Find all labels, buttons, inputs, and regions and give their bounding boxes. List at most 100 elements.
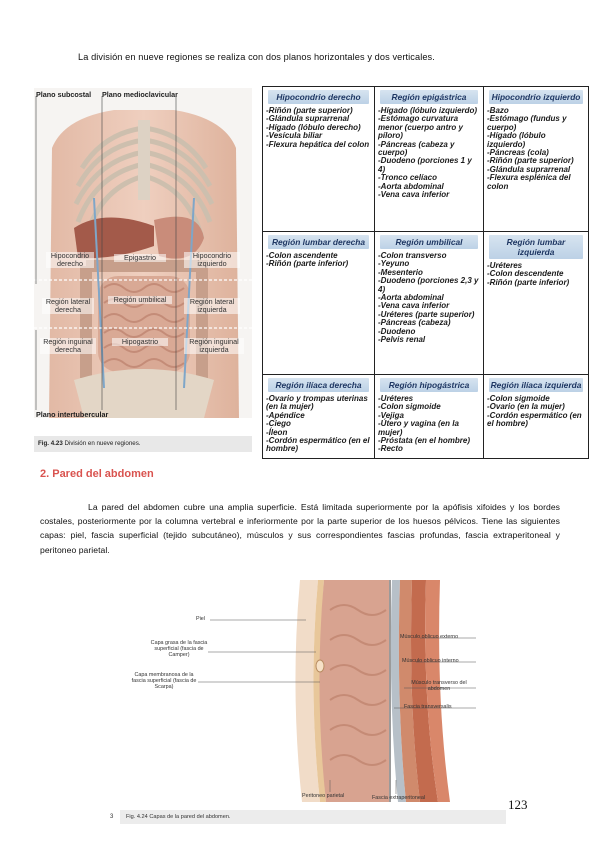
table-cell: Región lumbar derecha-Colon ascendente-R… [263, 232, 375, 375]
organ-item: -Duodeno (porciones 2,3 y 4) [378, 276, 479, 294]
label-oblicuo-externo: Músculo oblicuo externo [400, 634, 459, 640]
table-cell: Región ilíaca derecha -Ovario y trompas u… [263, 375, 375, 458]
region-label-hd: Hipocondrio derecho [46, 252, 94, 268]
organ-item: -Pelvis renal [378, 335, 426, 345]
organ-item: -Próstata (en el hombre) [378, 436, 471, 446]
organ-item: -Glándula suprarrenal [266, 114, 350, 124]
organ-list: -Colon transverso-Yeyuno-Mesenterio-Duod… [378, 251, 480, 345]
table-cell-title: Región hipogástrica [380, 378, 478, 392]
organ-item: -Cordón espermático (en el hombre) [487, 410, 582, 429]
organ-item: -Aorta abdominal [378, 181, 444, 191]
organ-item: -Vena cava inferior [378, 190, 450, 200]
figure1-caption-number: Fig. 4.23 [38, 440, 63, 447]
table-cell-title: Región ilíaca derecha [268, 378, 369, 392]
organ-item: -Aorta abdominal [378, 293, 444, 303]
organ-item: -Uréteres (parte superior) [378, 309, 475, 319]
organ-item: -Colon sigmoide [487, 394, 550, 403]
table-cell: Hipocondrio izquierdo -Bazo-Estómago (fun… [484, 87, 588, 232]
plane-intertubercular-label: Plano intertubercular [36, 410, 109, 418]
label-peritoneo: Peritoneo parietal [302, 793, 345, 799]
torso-illustration [34, 96, 252, 418]
region-label-ini: Región inguinal izquierda [184, 338, 244, 354]
label-scarpa: Capa membranosa de la fascia superficial… [131, 672, 197, 690]
figure1-caption-text: División en nueve regiones. [64, 440, 141, 447]
region-label-hip: Hipogastrio [112, 338, 168, 346]
table-cell: Región umbilical -Colon transverso-Yeyuno… [375, 232, 484, 375]
organ-item: -Ciego [266, 419, 291, 429]
table-cell: Región epigástrica -Hígado (lóbulo izquie… [375, 87, 484, 232]
table-cell-title: Hipocondrio izquierdo [489, 90, 583, 104]
organ-item: -Estómago (fundus y cuerpo) [487, 114, 567, 132]
table-cell-title: Región umbilical [380, 235, 478, 249]
organ-item: -Riñón (parte inferior) [487, 277, 570, 287]
organ-item: -Ovario y trompas uterinas (en la mujer) [266, 394, 368, 412]
page-number: 123 [508, 797, 528, 812]
organ-item: -Riñón (parte inferior) [266, 259, 349, 269]
label-transverso: Músculo transverso del abdomen [411, 680, 467, 692]
label-oblicuo-interno: Músculo oblicuo interno [402, 658, 459, 664]
organ-list: -Uréteres-Colon sigmoide-Vejiga-Útero y … [378, 394, 480, 454]
abdominal-wall-illustration [198, 580, 476, 802]
region-label-lli: Región lateral izquierda [184, 298, 240, 314]
organ-list: -Hígado (lóbulo izquierdo)-Estómago curv… [378, 106, 480, 200]
label-piel: Piel [196, 616, 205, 622]
table-cell-title: Región ilíaca izquierda [489, 378, 583, 392]
table-cell-title: Región epigástrica [380, 90, 478, 104]
region-organ-table: Hipocondrio derecho -Riñón (parte superio… [262, 86, 589, 459]
organ-item: -Uréteres [487, 261, 523, 270]
label-fascia-transversalis: Fascia transversalis [404, 704, 452, 710]
organ-item: -Íleon [266, 427, 288, 437]
organ-item: -Hígado (lóbulo derecho) [266, 122, 361, 132]
organ-item: -Ovario (en la mujer) [487, 402, 565, 412]
label-camper: Capa grasa de la fascia superficial (fas… [150, 640, 208, 658]
figure2-caption: Fig. 4.24 Capas de la pared del abdomen. [120, 810, 506, 824]
intro-text: La división en nueve regiones se realiza… [78, 52, 435, 62]
region-label-lld: Región lateral derecha [42, 298, 94, 314]
table-cell: Región hipogástrica -Uréteres-Colon sigmo… [375, 375, 484, 458]
section-heading: 2. Pared del abdomen [40, 468, 154, 480]
organ-list: -Bazo-Estómago (fundus y cuerpo)-Hígado … [487, 106, 585, 191]
plane-midclavicular-label: Plano medioclavicular [102, 90, 178, 99]
organ-list: -Uréteres-Colon descendente-Riñón (parte… [487, 261, 585, 287]
organ-item: -Duodeno [378, 326, 416, 336]
organ-item: -Vesícula biliar [266, 131, 323, 141]
organ-item: -Útero y vagina (en la mujer) [378, 419, 459, 437]
organ-item: -Hígado (lóbulo izquierdo) [487, 131, 546, 149]
organ-list: -Ovario y trompas uterinas (en la mujer)… [266, 394, 371, 454]
organ-item: -Páncreas (cabeza y cuerpo) [378, 139, 455, 158]
table-cell-title: Hipocondrio derecho [268, 90, 369, 104]
organ-item: -Colon transverso [378, 251, 447, 260]
organ-item: -Páncreas (cabeza) [378, 318, 451, 328]
organ-item: -Estómago curvatura menor (cuerpo antro … [378, 114, 463, 141]
organ-item: -Flexura esplénica del colon [487, 173, 571, 191]
region-label-ep: Epigastrio [114, 254, 166, 262]
table-cell: Hipocondrio derecho -Riñón (parte superio… [263, 87, 375, 232]
organ-item: -Mesenterio [378, 267, 423, 277]
organ-item: -Yeyuno [378, 259, 410, 269]
organ-item: -Cordón espermático (en el hombre) [266, 436, 370, 454]
organ-list: -Riñón (parte superior)-Glándula suprarr… [266, 106, 371, 149]
section-paragraph-text: La pared del abdomen cubre una amplia su… [40, 502, 560, 555]
organ-item: -Riñón (parte superior) [487, 156, 574, 166]
nine-regions-figure: Plano subcostal Plano medioclavicular Pl… [34, 88, 252, 418]
region-label-hi: Hipocondrio izquierdo [184, 252, 240, 268]
organ-item: -Tronco celíaco [378, 173, 437, 183]
organ-item: -Riñón (parte superior) [266, 106, 353, 115]
margin-mark: 3 [110, 814, 114, 820]
plane-subcostal-label: Plano subcostal [36, 90, 92, 99]
region-label-um: Región umbilical [108, 296, 172, 304]
organ-list: -Colon ascendente-Riñón (parte inferior) [266, 251, 371, 269]
organ-list: -Colon sigmoide-Ovario (en la mujer)-Cor… [487, 394, 585, 429]
section-paragraph: La pared del abdomen cubre una amplia su… [40, 500, 560, 557]
organ-item: -Flexura hepática del colon [266, 139, 370, 149]
organ-item: -Uréteres [378, 394, 414, 403]
organ-item: -Glándula suprarrenal [487, 164, 571, 174]
organ-item: -Hígado (lóbulo izquierdo) [378, 106, 478, 115]
organ-item: -Colon descendente [487, 269, 564, 279]
organ-item: -Recto [378, 444, 403, 454]
table-cell: Región ilíaca izquierda -Colon sigmoide-O… [484, 375, 588, 458]
table-cell: Región lumbar izquierda-Uréteres-Colon d… [484, 232, 588, 375]
region-label-ind: Región inguinal derecha [40, 338, 96, 354]
organ-item: -Bazo [487, 106, 509, 115]
organ-item: -Vejiga [378, 410, 404, 420]
